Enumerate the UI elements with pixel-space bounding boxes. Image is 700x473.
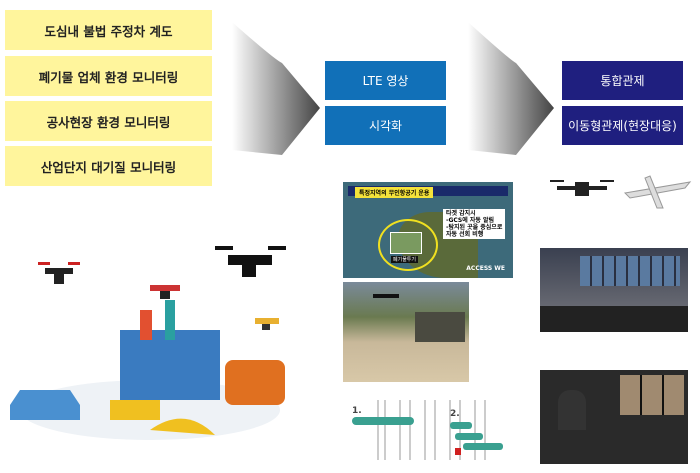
mobile-control-photo: [540, 370, 688, 464]
flow-arrows: [232, 22, 554, 155]
access-logo: ACCESS WE: [466, 265, 505, 272]
source-air-quality-monitoring: 산업단지 대기질 모니터링: [5, 146, 212, 186]
fixed-wing-uav-icon: [623, 175, 692, 209]
factory-icon: [120, 330, 220, 400]
arrow-right-icon: [232, 22, 320, 155]
map-line: -GCS에 자동 알림: [446, 217, 495, 224]
drone-icon: [150, 285, 180, 299]
drone-icon: [215, 246, 286, 277]
drone-icon: [550, 180, 614, 196]
lte-video-box: LTE 영상: [325, 61, 446, 100]
visualization-box: 시각화: [325, 106, 446, 145]
flight-path-diagram: 1. 2.: [352, 400, 503, 460]
car-icon: [10, 390, 80, 420]
source-construction-monitoring: 공사현장 환경 모니터링: [5, 101, 212, 141]
drone-city-illustration: [10, 246, 286, 440]
drone-icon: [38, 262, 80, 284]
control-room-photo: [540, 248, 688, 332]
drone-icon: [373, 294, 399, 298]
source-waste-monitoring: 폐기물 업체 환경 모니터링: [5, 56, 212, 96]
barrel-icon: [225, 360, 285, 405]
map-line: 타겟 감지시: [446, 210, 476, 217]
drone-aircraft-images: [550, 175, 692, 209]
mobile-control-box: 이동형관제(현장대응): [562, 106, 683, 145]
truck-icon: [415, 312, 465, 342]
inset-label: 폐기물투기: [391, 256, 419, 263]
source-illegal-parking: 도심내 불법 주정차 계도: [5, 10, 212, 50]
arrow-right-icon: [468, 22, 554, 155]
dump-truck-icon: [110, 400, 160, 420]
drone-icon: [255, 318, 279, 330]
integrated-control-box: 통합관제: [562, 61, 683, 100]
step-2-label: 2.: [450, 409, 460, 419]
step-1-label: 1.: [352, 406, 362, 416]
construction-site-photo: [343, 282, 469, 382]
map-line: 자동 선회 비행: [446, 231, 484, 238]
map-title: 특정지역의 무인항공기 운용: [355, 187, 434, 198]
map-line: -탐지된 곳을 중심으로: [446, 224, 503, 231]
drone-patrol-map-image: 특정지역의 무인항공기 운용 폐기물투기 타겟 감지시 -GCS에 자동 알림 …: [343, 182, 513, 278]
